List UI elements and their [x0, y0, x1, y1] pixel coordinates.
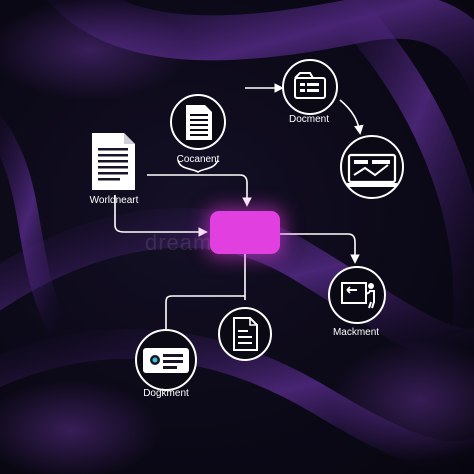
card-screen-icon — [347, 153, 397, 187]
node-worksheet-left — [92, 133, 135, 190]
line-to-bottom-left — [165, 295, 245, 330]
label-worksheet-left: Worldneart — [89, 195, 139, 206]
node-document-top-center — [170, 94, 226, 150]
arrow-to-card-screen — [339, 99, 364, 135]
id-card-icon — [143, 348, 189, 373]
node-management-right — [328, 266, 386, 324]
small-document-icon — [233, 317, 258, 351]
label-document-top-center: Cocanent — [176, 154, 220, 165]
central-hub — [210, 211, 280, 254]
node-document-bottom-left — [135, 329, 197, 391]
node-card-screen — [340, 135, 404, 199]
arrow-hub-to-management — [280, 233, 360, 264]
label-document-bottom-left: Dogkment — [143, 388, 189, 399]
line-worksheet-to-hub — [114, 195, 208, 237]
paper-document-icon — [92, 133, 135, 190]
label-document-top-right: Docment — [288, 114, 330, 125]
folder-doc-icon — [294, 72, 326, 99]
node-small-document — [218, 307, 272, 361]
presentation-board-icon — [341, 282, 375, 309]
node-document-top-right — [282, 59, 338, 115]
brace-under-document — [177, 159, 219, 173]
document-lines-icon — [186, 105, 212, 140]
arrow-worksheet-to-hub — [147, 174, 252, 207]
label-management-right: Mackment — [332, 327, 380, 338]
